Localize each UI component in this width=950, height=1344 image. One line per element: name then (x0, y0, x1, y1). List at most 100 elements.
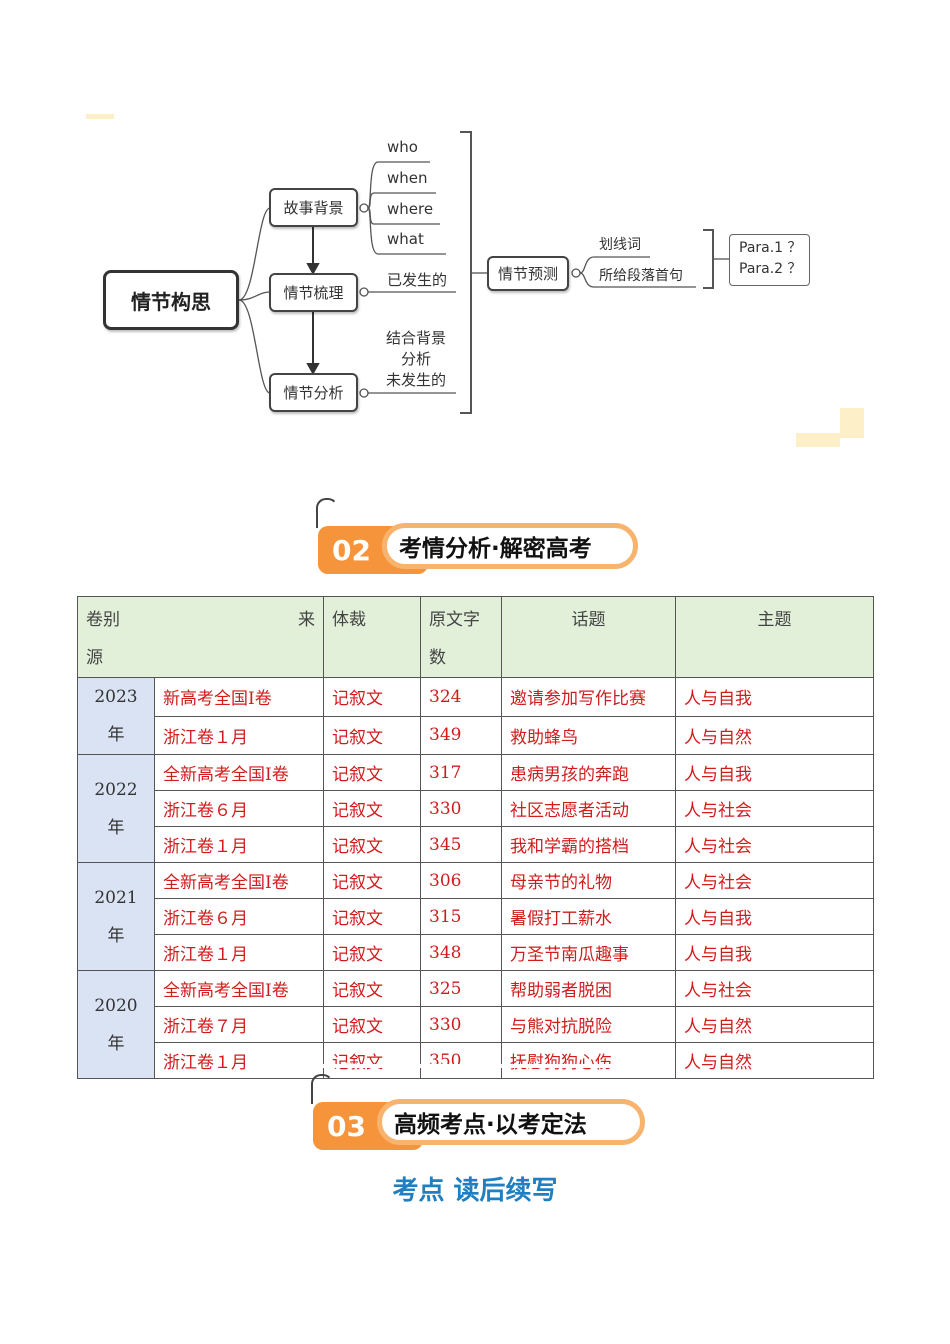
words-cell: 345 (420, 826, 502, 863)
first-sentence-label: 所给段落首句 (599, 268, 683, 284)
topic-cell: 社区志愿者活动 (501, 790, 676, 827)
paper-cell: 浙江卷７月 (154, 1006, 324, 1043)
words-cell: 315 (420, 898, 502, 935)
mind-map-connectors (238, 131, 729, 414)
year-number: 2023 (94, 687, 138, 707)
sorting-node: 情节梳理 (269, 273, 358, 312)
topic-cell: 暑假打工薪水 (501, 898, 676, 935)
genre-cell: 记叙文 (323, 826, 421, 863)
theme-cell: 人与自然 (675, 715, 874, 755)
section-header-02: 02 考情分析·解密高考 (316, 498, 640, 574)
words-cell: 306 (420, 862, 502, 899)
header-source-b: 来 (298, 610, 315, 630)
section-title: 高频考点·以考定法 (377, 1099, 645, 1145)
genre-cell: 记叙文 (323, 934, 421, 971)
curl-decoration (316, 498, 338, 528)
theme-cell: 人与社会 (675, 826, 874, 863)
paper-cell: 浙江卷６月 (154, 790, 324, 827)
happened-label: 已发生的 (387, 271, 448, 289)
topic-cell: 母亲节的礼物 (501, 862, 676, 899)
words-cell: 317 (420, 754, 502, 791)
decor-block (796, 433, 840, 447)
who-label: who (387, 138, 418, 156)
paper-cell: 新高考全国Ⅰ卷 (154, 677, 324, 717)
genre-cell: 记叙文 (323, 970, 421, 1007)
mask (296, 1064, 654, 1068)
genre-cell: 记叙文 (323, 677, 421, 717)
genre-cell: 记叙文 (323, 715, 421, 755)
paper-cell: 全新高考全国Ⅰ卷 (154, 970, 324, 1007)
para-box: Para.1 ？ Para.2 ？ (729, 234, 810, 286)
background-node: 故事背景 (269, 188, 358, 227)
genre-cell: 记叙文 (323, 790, 421, 827)
when-label: when (387, 169, 428, 187)
topic-cell: 万圣节南瓜趣事 (501, 934, 676, 971)
genre-cell: 记叙文 (323, 754, 421, 791)
year-number: 2020 (94, 995, 138, 1016)
paper-cell: 全新高考全国Ⅰ卷 (154, 862, 324, 899)
para1-label: Para.1 ？ (739, 240, 802, 256)
year-unit: 年 (107, 925, 125, 946)
decor-block (840, 408, 864, 438)
header-topic: 话题 (501, 596, 676, 678)
header-words: 原文字 数 (420, 596, 502, 678)
words-cell: 348 (420, 934, 502, 971)
combine-line-1: 结合背景 (385, 329, 446, 347)
genre-cell: 记叙文 (323, 1042, 421, 1079)
analysis-node: 情节分析 (269, 373, 358, 412)
year-number: 2022 (94, 779, 138, 800)
paper-cell: 全新高考全国Ⅰ卷 (154, 754, 324, 791)
theme-cell: 人与自我 (675, 934, 874, 971)
header-source: 卷别 来 源 (77, 596, 324, 678)
topic-cell: 与熊对抗脱险 (501, 1006, 676, 1043)
topic-cell: 帮助弱者脱困 (501, 970, 676, 1007)
theme-cell: 人与社会 (675, 790, 874, 827)
combine-label: 结合背景 分析 未发生的 (380, 328, 452, 391)
section-header-03: 03 高频考点·以考定法 (311, 1074, 645, 1150)
header-words-a: 原文字 (429, 610, 480, 630)
genre-cell: 记叙文 (323, 862, 421, 899)
year-unit: 年 (107, 725, 125, 745)
year-cell: 2023 年 (77, 677, 155, 755)
year-unit: 年 (107, 817, 125, 838)
year-cell: 2022 年 (77, 754, 155, 863)
where-label: where (387, 200, 434, 218)
paper-cell: 浙江卷１月 (154, 934, 324, 971)
what-label: what (387, 230, 424, 248)
theme-cell: 人与自然 (675, 1006, 874, 1043)
paper-cell: 浙江卷１月 (154, 715, 324, 755)
topic-cell: 抚慰狗狗心伤 (501, 1042, 676, 1079)
paper-cell: 浙江卷６月 (154, 898, 324, 935)
para2-label: Para.2 ？ (739, 261, 802, 277)
topic-cell: 邀请参加写作比赛 (501, 677, 676, 717)
paper-cell: 浙江卷１月 (154, 1042, 324, 1079)
words-cell: 350 (420, 1042, 502, 1079)
decor-bar (86, 114, 114, 119)
words-cell: 330 (420, 790, 502, 827)
theme-cell: 人与自我 (675, 754, 874, 791)
topic-cell: 救助蜂鸟 (501, 715, 676, 755)
header-words-b: 数 (429, 648, 446, 668)
header-genre: 体裁 (323, 596, 421, 678)
header-source-c: 源 (86, 648, 103, 668)
genre-cell: 记叙文 (323, 898, 421, 935)
theme-cell: 人与自我 (675, 677, 874, 717)
combine-line-3: 未发生的 (385, 371, 446, 389)
kaodian-heading: 考点 读后续写 (392, 1176, 558, 1206)
main-node: 情节构思 (103, 270, 239, 330)
plot-mind-map: 情节构思 故事背景 情节梳理 情节分析 情节预测 who when where … (0, 0, 950, 460)
words-cell: 325 (420, 970, 502, 1007)
header-theme: 主题 (675, 596, 874, 678)
curl-decoration (311, 1074, 333, 1104)
topic-cell: 我和学霸的搭档 (501, 826, 676, 863)
theme-cell: 人与自然 (675, 1042, 874, 1079)
